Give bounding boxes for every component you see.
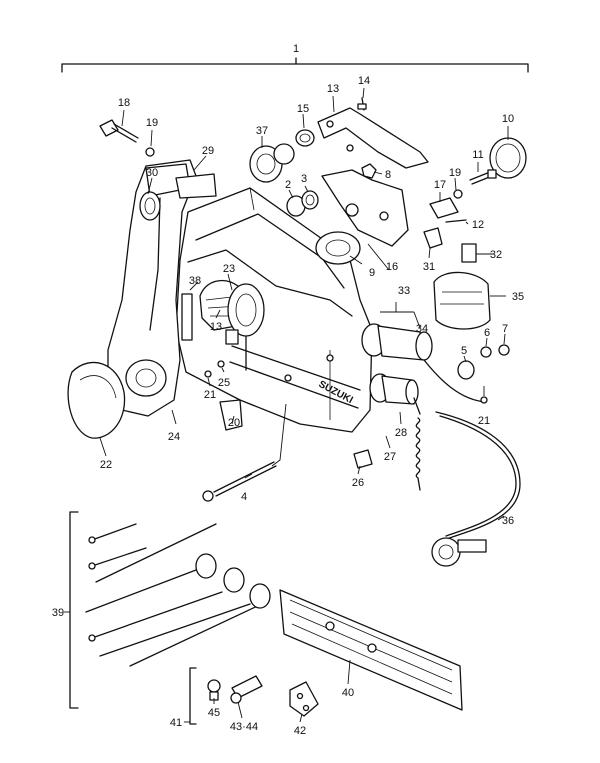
callout-35: 35 xyxy=(512,291,524,303)
bracket-20 xyxy=(219,399,243,431)
callout-13-top: 13 xyxy=(327,83,339,95)
callout-15: 15 xyxy=(297,103,309,115)
callout-7: 7 xyxy=(502,323,508,335)
callout-45: 45 xyxy=(208,707,220,719)
leader-lines xyxy=(99,87,509,723)
nut-19-left xyxy=(145,147,155,157)
plate-40 xyxy=(279,589,463,711)
callout-22: 22 xyxy=(100,459,112,471)
callout-10: 10 xyxy=(502,113,514,125)
assembly-bracket xyxy=(61,57,529,73)
lanyard-switch-28 xyxy=(369,373,419,405)
callout-3: 3 xyxy=(301,173,307,185)
nut-7 xyxy=(498,344,510,356)
control-lever xyxy=(107,159,217,417)
callout-33: 33 xyxy=(398,285,410,297)
bolt-18 xyxy=(99,119,139,143)
cable-36 xyxy=(435,411,521,541)
switch-34 xyxy=(361,323,487,403)
pin-25 xyxy=(217,360,225,368)
screw-12 xyxy=(445,219,467,223)
callout-40: 40 xyxy=(342,687,354,699)
callout-13-housing: 13 xyxy=(210,321,222,333)
callout-30: 30 xyxy=(146,167,158,179)
callout-42: 42 xyxy=(294,725,306,737)
callout-19-left: 19 xyxy=(146,117,158,129)
callout-5: 5 xyxy=(461,345,467,357)
switch-cover-35 xyxy=(433,271,491,330)
washer-6 xyxy=(480,346,492,358)
screw-4 xyxy=(202,461,277,502)
callout-1: 1 xyxy=(293,43,299,55)
callout-36: 36 xyxy=(502,515,514,527)
screw-21-left xyxy=(204,370,212,378)
callout-8: 8 xyxy=(385,169,391,181)
callout-19-right: 19 xyxy=(449,167,461,179)
callout-4: 4 xyxy=(241,491,247,503)
nut-19-right xyxy=(453,189,463,199)
gear-37 xyxy=(249,143,295,183)
cord-link xyxy=(413,397,421,415)
callout-9: 9 xyxy=(369,267,375,279)
bushing-2-3 xyxy=(286,190,319,217)
kit-39-rods xyxy=(85,523,267,667)
clip-31 xyxy=(423,227,443,249)
part-5 xyxy=(457,360,475,380)
callout-37: 37 xyxy=(256,125,268,137)
callouts: 1 2 3 4 5 6 7 8 9 10 11 12 13 13 14 15 1… xyxy=(52,43,524,737)
part-42 xyxy=(289,681,319,717)
callout-14: 14 xyxy=(358,75,370,87)
callout-32: 32 xyxy=(490,249,502,261)
callout-41: 41 xyxy=(170,717,182,729)
callout-24: 24 xyxy=(168,431,180,443)
callout-11: 11 xyxy=(472,149,483,161)
callout-38: 38 xyxy=(189,275,201,287)
callout-26: 26 xyxy=(352,477,364,489)
callout-34: 34 xyxy=(416,323,428,335)
block-17 xyxy=(429,197,459,219)
callout-2: 2 xyxy=(285,179,291,191)
part-43-44 xyxy=(230,675,263,704)
ring-15 xyxy=(295,129,315,147)
cable-plug xyxy=(431,537,487,567)
kit-39-bracket xyxy=(64,511,79,709)
callout-29: 29 xyxy=(202,145,214,157)
callout-27: 27 xyxy=(384,451,396,463)
callout-23: 23 xyxy=(223,263,235,275)
callout-39: 39 xyxy=(52,607,64,619)
bolt-11 xyxy=(469,169,497,185)
callout-17: 17 xyxy=(434,179,446,191)
callout-18: 18 xyxy=(118,97,130,109)
lanyard-coil xyxy=(415,417,421,491)
callout-16: 16 xyxy=(386,261,398,273)
callout-31: 31 xyxy=(423,261,435,273)
callout-43-44: 43·44 xyxy=(230,721,258,733)
screw-14 xyxy=(357,97,367,111)
callout-21-left: 21 xyxy=(204,389,216,401)
callout-12: 12 xyxy=(472,219,484,231)
connector-32 xyxy=(461,243,477,263)
bracket-13 xyxy=(317,107,429,169)
kit-39-bushings xyxy=(195,553,271,609)
grip-cover xyxy=(67,361,126,439)
callout-20: 20 xyxy=(228,417,240,429)
part-45 xyxy=(207,679,221,701)
callout-25: 25 xyxy=(218,377,230,389)
nut-8 xyxy=(361,163,377,179)
washer-9 xyxy=(315,231,361,265)
screw-21-right xyxy=(480,396,488,404)
callout-21-right: 21 xyxy=(478,415,490,427)
plate-16 xyxy=(321,169,409,247)
callout-28: 28 xyxy=(395,427,407,439)
kit-41-bracket xyxy=(184,667,197,725)
callout-6: 6 xyxy=(484,327,490,339)
block-26 xyxy=(353,449,373,469)
